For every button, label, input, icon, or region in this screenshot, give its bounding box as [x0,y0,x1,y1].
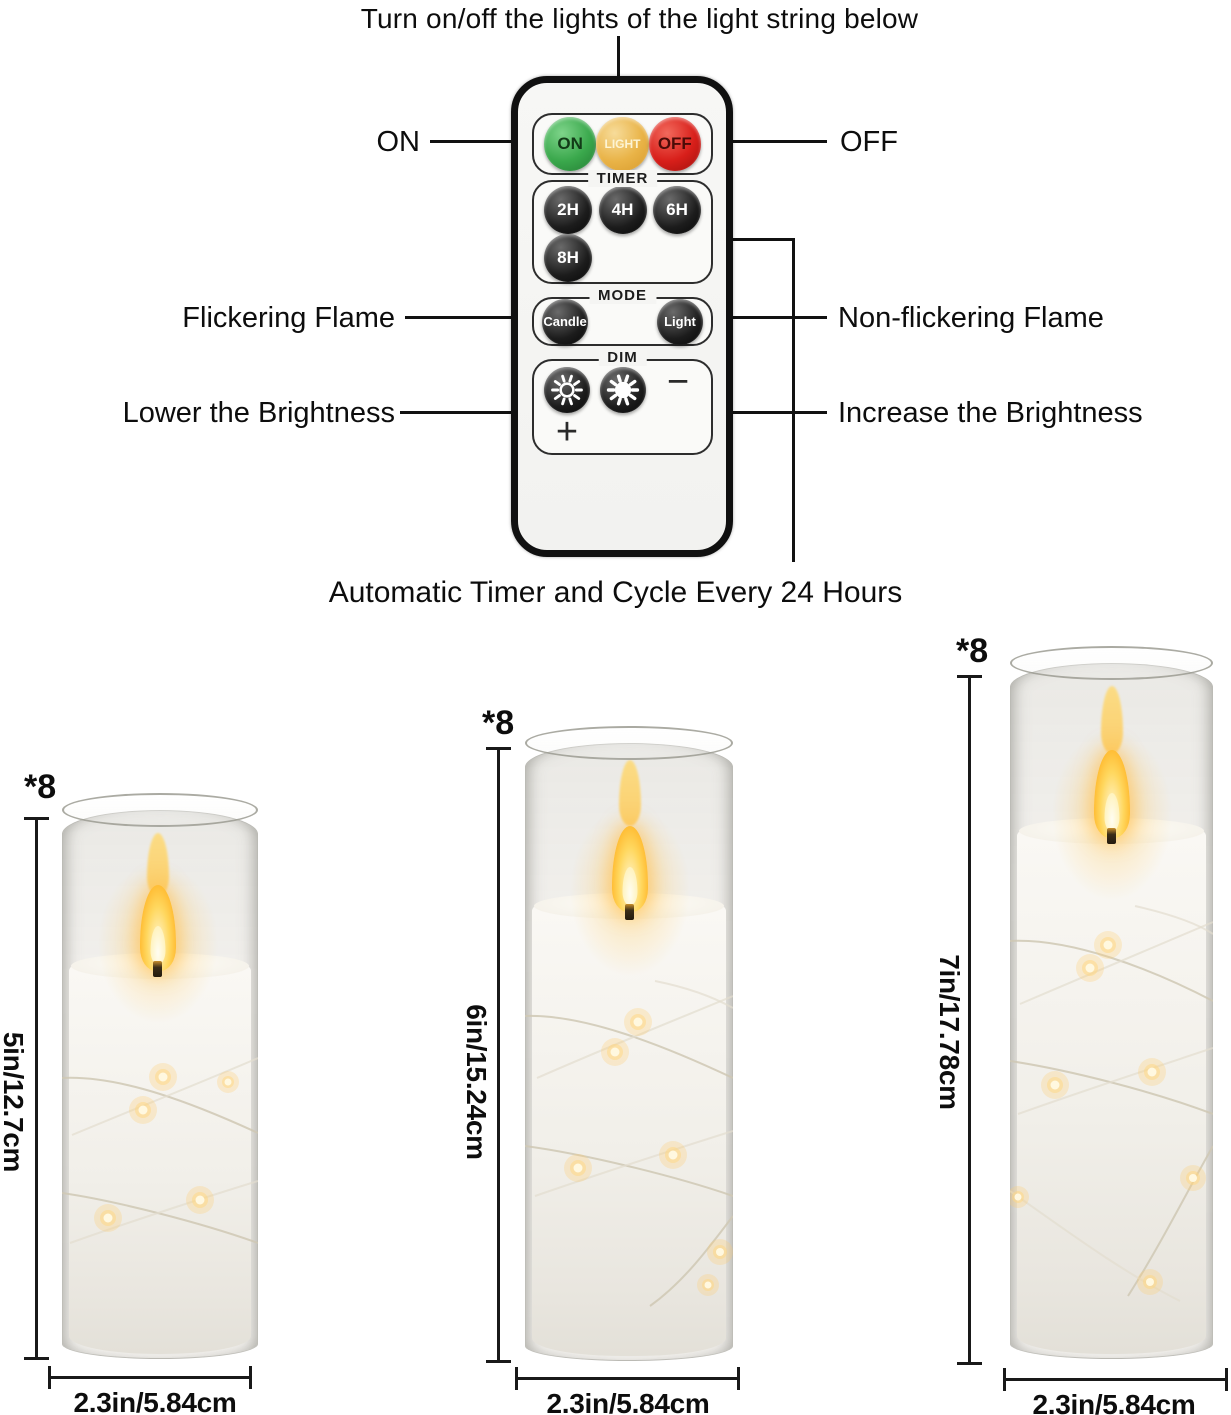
candle-mode-button[interactable]: Candle [542,298,588,345]
mode-group-label: MODE [589,287,656,304]
flame-reflection [147,833,169,897]
connector-title-line [617,36,620,76]
callout-flickering-flame: Flickering Flame [182,302,395,334]
timer-button-group: TIMER 2H 4H 6H 8H [532,170,713,284]
callout-line-timer-vertical [792,238,795,562]
flame [1094,750,1130,838]
callout-line-off [733,140,827,143]
glass-rim [62,793,258,827]
timer-group-label: TIMER [587,170,658,187]
height-label-1: 5in/12.7cm [0,1031,29,1173]
flame-reflection [1101,686,1123,754]
led-lights [94,1063,239,1232]
light-button[interactable]: LIGHT [596,117,649,171]
dim-sun-icon [551,374,583,406]
wick [153,961,162,977]
wax-pillar [532,893,726,1356]
power-button-group: ON LIGHT OFF [532,113,713,175]
plus-sign: + [555,411,579,453]
height-measure-line-3 [957,675,982,1365]
height-measure-line-1 [24,817,49,1360]
width-measure-line-3 [1003,1368,1228,1391]
timer-2h-button[interactable]: 2H [544,186,592,234]
dim-button-group: DIM [532,349,713,455]
callout-line-flicker [405,316,511,319]
callout-on: ON [376,126,421,158]
string-lights [1010,905,1213,1302]
quantity-label-2: *8 [482,704,515,742]
mode-button-group: MODE Candle Light [532,287,713,346]
remote-control: ON LIGHT OFF TIMER 2H 4H 6H 8H MODE Cand… [511,76,733,557]
callout-non-flickering-flame: Non-flickering Flame [838,302,1104,334]
callout-lower-brightness: Lower the Brightness [122,397,395,429]
dim-up-button[interactable] [599,367,646,413]
wick [1107,828,1116,844]
width-measure-line-1 [48,1366,252,1389]
callout-off: OFF [840,126,898,158]
quantity-label-1: *8 [24,768,57,806]
flame [140,885,176,971]
candle-6in [525,726,733,1361]
led-lights [564,1008,733,1296]
string-lights [525,980,733,1307]
light-mode-button[interactable]: Light [657,298,703,345]
callout-line-lower [400,411,511,414]
dim-group-label: DIM [598,349,647,366]
led-lights [1010,931,1206,1295]
glass-rim [1010,646,1213,680]
on-button[interactable]: ON [544,117,597,171]
width-label-2: 2.3in/5.84cm [546,1388,710,1415]
dim-down-button[interactable] [544,367,590,413]
width-label-1: 2.3in/5.84cm [73,1387,237,1415]
callout-line-on [430,140,511,143]
top-caption: Turn on/off the lights of the light stri… [360,3,919,34]
minus-sign: − [666,361,690,403]
candle-5in [62,793,258,1359]
height-label-3: 7in/17.78cm [934,954,965,1110]
height-label-2: 6in/15.24cm [461,1004,492,1160]
quantity-label-3: *8 [956,632,989,670]
callout-line-increase [733,411,827,414]
width-label-3: 2.3in/5.84cm [1032,1389,1196,1415]
callout-line-nonflicker [733,316,827,319]
callout-line-timer [733,238,794,241]
glass-rim [525,726,733,760]
timer-8h-button[interactable]: 8H [544,234,592,282]
timer-4h-button[interactable]: 4H [598,186,647,234]
wick [625,904,634,920]
height-measure-line-2 [486,747,511,1363]
width-measure-line-2 [515,1367,740,1390]
flame-reflection [619,760,641,826]
auto-timer-caption: Automatic Timer and Cycle Every 24 Hours [328,576,903,609]
candle-7in [1010,646,1213,1359]
string-lights [62,1057,258,1244]
callout-increase-brightness: Increase the Brightness [838,397,1143,429]
timer-6h-button[interactable]: 6H [653,186,701,234]
bright-sun-icon [606,374,639,406]
off-button[interactable]: OFF [648,117,701,171]
flame [612,826,648,912]
